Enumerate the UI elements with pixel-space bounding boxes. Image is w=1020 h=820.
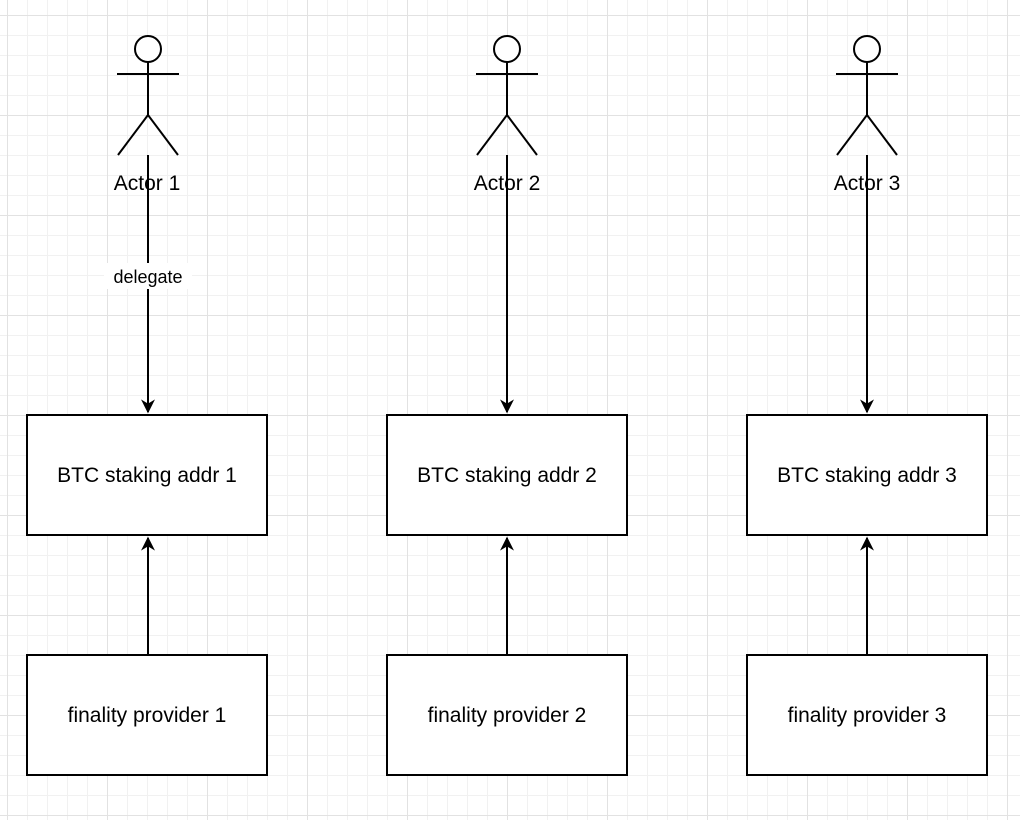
actor-3-label: Actor 3 <box>834 172 901 195</box>
column-1: delegate Actor 1 BTC staking addr 1 fina… <box>26 35 268 776</box>
actor-2-head <box>493 35 521 63</box>
actor-3-head <box>853 35 881 63</box>
finality-provider-2-box[interactable] <box>386 654 628 776</box>
staking-addr-3-label: BTC staking addr 3 <box>777 464 957 487</box>
staking-addr-2-label: BTC staking addr 2 <box>417 464 597 487</box>
column-3: Actor 3 BTC staking addr 3 finality prov… <box>746 35 988 776</box>
finality-provider-1-label: finality provider 1 <box>68 704 227 727</box>
actor-2-label: Actor 2 <box>474 172 541 195</box>
finality-provider-3-label: finality provider 3 <box>788 704 947 727</box>
finality-provider-2-label: finality provider 2 <box>428 704 587 727</box>
staking-addr-1-box[interactable] <box>26 414 268 536</box>
edge-label-delegate: delegate <box>113 267 182 287</box>
actor-3-figure[interactable] <box>836 35 898 156</box>
edge-label-bg <box>104 263 192 289</box>
actor-2-figure[interactable] <box>476 35 538 156</box>
staking-addr-2-box[interactable] <box>386 414 628 536</box>
staking-addr-3-box[interactable] <box>746 414 988 536</box>
actor-1-figure[interactable] <box>117 35 179 156</box>
column-2: Actor 2 BTC staking addr 2 finality prov… <box>386 35 628 776</box>
staking-addr-1-label: BTC staking addr 1 <box>57 464 237 487</box>
actor-1-head <box>134 35 162 63</box>
finality-provider-3-box[interactable] <box>746 654 988 776</box>
finality-provider-1-box[interactable] <box>26 654 268 776</box>
actor-1-label: Actor 1 <box>114 172 181 195</box>
